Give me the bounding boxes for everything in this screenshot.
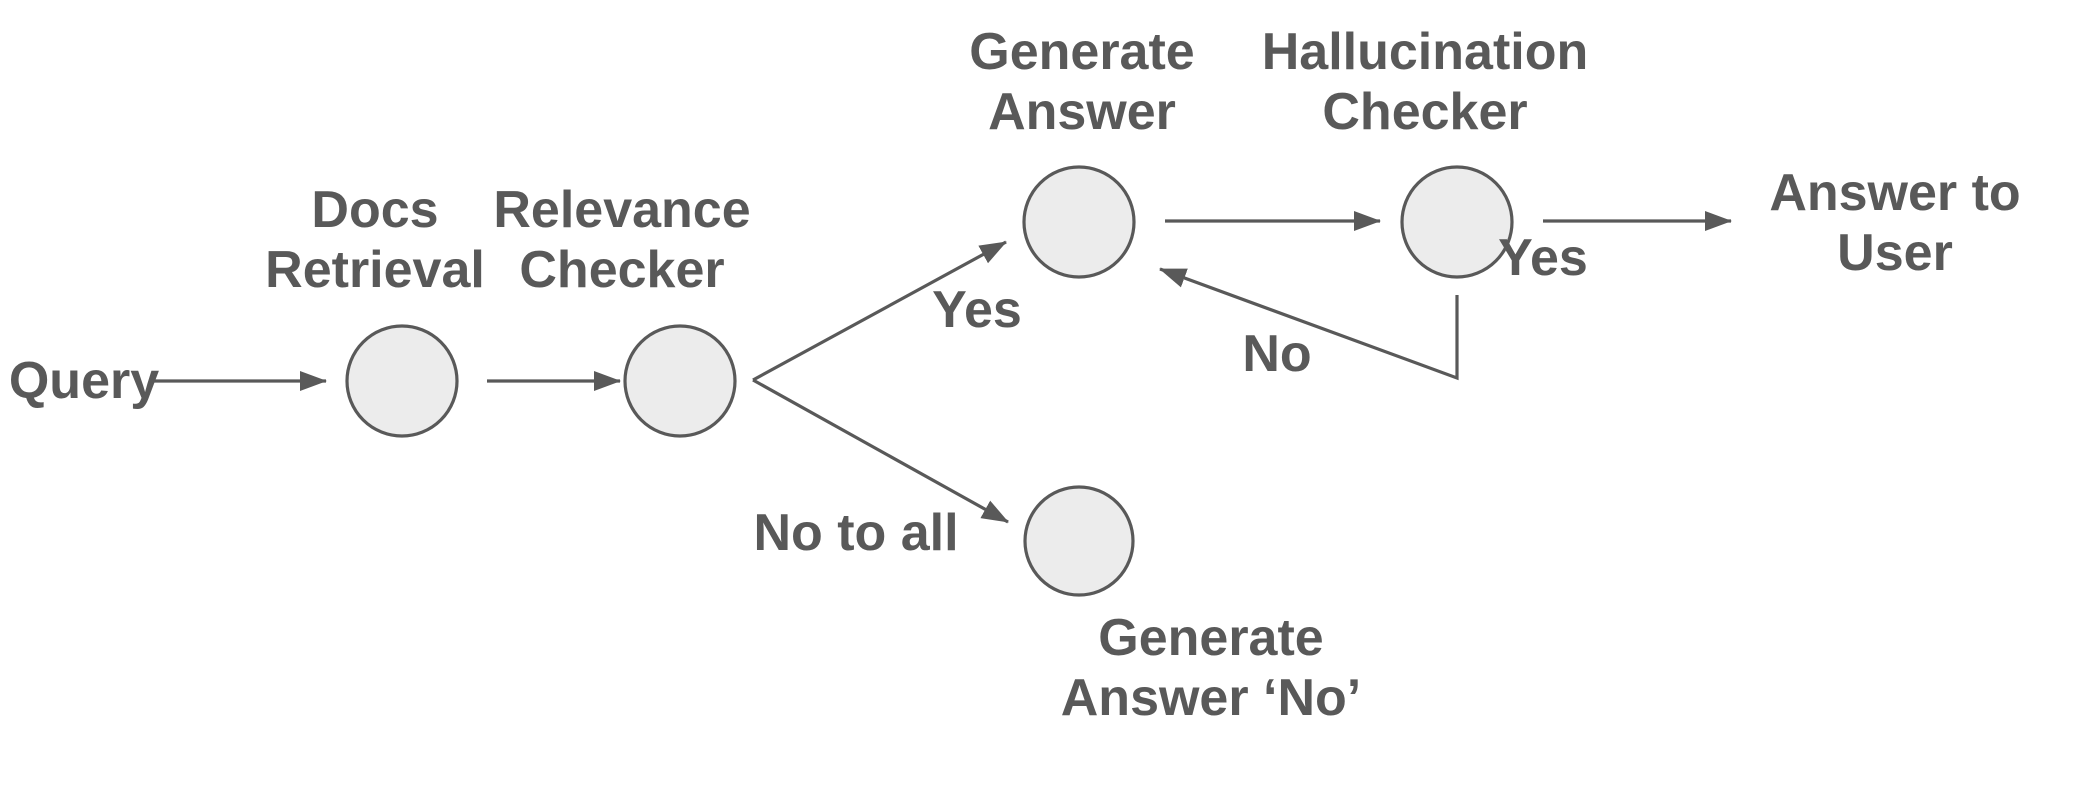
hallucination-checker-label: Hallucination Checker (1262, 22, 1588, 142)
generate-answer-no-label: Generate Answer ‘No’ (1061, 608, 1362, 728)
docs-retrieval-line2: Retrieval (265, 241, 485, 299)
query-label-text: Query (8, 352, 160, 410)
generate-answer-node (1022, 165, 1136, 279)
docs-retrieval-label: Docs Retrieval (265, 180, 485, 300)
docs-retrieval-line1: Docs (311, 181, 439, 239)
query-label: Query (9, 351, 159, 411)
answer-to-user-line2: User (1837, 224, 1953, 282)
hallucination-checker-line2: Checker (1322, 83, 1528, 141)
edge-label-yes-hallucination: Yes (1498, 229, 1588, 287)
generate-answer-label: Generate Answer (969, 22, 1194, 142)
answer-to-user-label: Answer to User (1769, 163, 2020, 283)
relevance-checker-node (623, 324, 737, 438)
generate-answer-no-node (1023, 485, 1135, 597)
answer-to-user-line1: Answer to (1769, 164, 2021, 222)
relevance-checker-line2: Checker (519, 241, 725, 299)
edge-hallucination-checker-no-return-arrow (1159, 267, 1459, 381)
relevance-checker-label: Relevance Checker (493, 180, 750, 300)
generate-answer-no-line1: Generate (1098, 609, 1324, 667)
docs-retrieval-node (345, 324, 459, 438)
hallucination-checker-line1: Hallucination (1261, 23, 1589, 81)
relevance-checker-line1: Relevance (493, 181, 751, 239)
generate-answer-no-line2: Answer ‘No’ (1060, 669, 1362, 727)
generate-answer-line1: Generate (969, 23, 1195, 81)
hallucination-checker-node (1400, 165, 1514, 279)
edge-relevance-checker-no-to-all-arrow (752, 378, 1009, 524)
edge-label-yes-relevance: Yes (932, 281, 1022, 339)
edge-label-no-to-all: No to all (753, 504, 959, 562)
edge-relevance-checker-yes-arrow (752, 240, 1007, 382)
generate-answer-line2: Answer (988, 83, 1176, 141)
edge-label-no-hallucination: No (1242, 325, 1312, 383)
